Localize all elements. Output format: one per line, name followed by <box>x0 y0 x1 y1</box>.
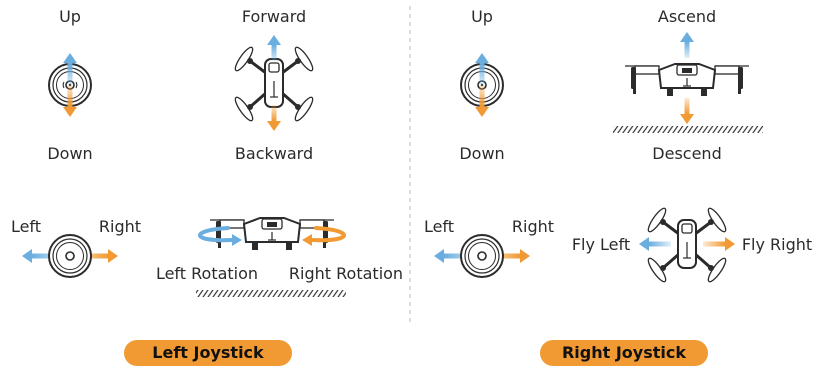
left-joystick-badge: Left Joystick <box>124 340 292 366</box>
label-forward: Forward <box>241 7 307 26</box>
label-up: Up <box>471 7 493 26</box>
drone-fly-left-right-icon <box>639 204 735 286</box>
label-right-rotation: Right Rotation <box>288 264 404 283</box>
label-left-rotation: Left Rotation <box>155 264 259 283</box>
left-stick-updown-icon <box>48 53 92 117</box>
label-ascend: Ascend <box>657 7 717 26</box>
drone-rotation-icon <box>198 217 346 251</box>
label-left: Left <box>423 217 455 236</box>
right-joystick-badge: Right Joystick <box>540 340 708 366</box>
label-fly-left: Fly Left <box>571 235 631 254</box>
ground-hatch <box>613 126 763 133</box>
label-right: Right <box>511 217 555 236</box>
label-fly-right: Fly Right <box>741 235 813 254</box>
label-up: Up <box>59 7 81 26</box>
label-backward: Backward <box>234 144 314 163</box>
drone-ascend-descend-icon <box>624 32 750 124</box>
drone-forward-backward-icon <box>231 35 317 131</box>
right-stick-updown-icon <box>460 53 504 117</box>
label-left: Left <box>10 217 42 236</box>
label-descend: Descend <box>652 144 722 163</box>
right-stick-leftright-icon <box>434 234 530 278</box>
label-down: Down <box>47 144 93 163</box>
label-down: Down <box>459 144 505 163</box>
label-right: Right <box>98 217 142 236</box>
left-stick-leftright-icon <box>22 234 118 278</box>
ground-hatch <box>196 290 346 297</box>
